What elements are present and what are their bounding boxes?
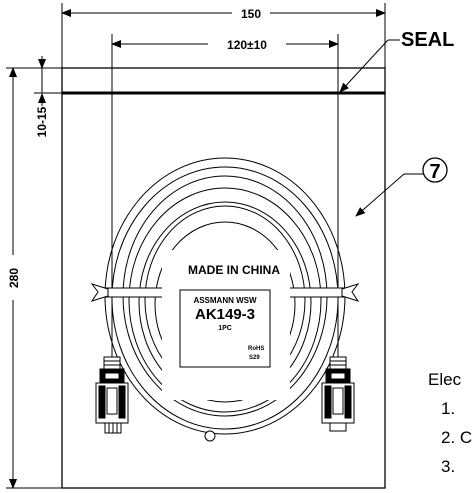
brand-text: ASSMANN WSW xyxy=(193,296,257,305)
bag-outline xyxy=(61,67,386,489)
rohs-code-text: S29 xyxy=(249,355,260,361)
seal-offset-dimension xyxy=(34,56,62,106)
inner-width-dimension-label: 120±10 xyxy=(227,38,267,52)
height-dimension xyxy=(6,67,62,489)
seal-offset-dimension-label: 10-15 xyxy=(35,106,49,137)
width-dimension xyxy=(61,3,386,68)
note-item-3: 3. xyxy=(441,457,455,476)
item-balloon xyxy=(355,157,448,217)
left-db9-connector xyxy=(95,356,129,434)
seal-callout-leader xyxy=(339,39,400,93)
hang-hole xyxy=(204,430,216,442)
product-label-box xyxy=(179,289,271,368)
height-dimension-label: 280 xyxy=(7,268,21,288)
quantity-text: 1PC xyxy=(218,325,232,332)
rohs-text: RoHS xyxy=(248,346,264,352)
right-db9-connector xyxy=(321,356,355,432)
width-dimension-label: 150 xyxy=(241,7,261,21)
inner-width-dimension xyxy=(111,34,339,370)
part-number-text: AK149-3 xyxy=(195,306,255,323)
origin-text: MADE IN CHINA xyxy=(188,263,280,277)
note-item-1: 1. xyxy=(441,399,455,418)
seal-callout-label: SEAL xyxy=(401,29,454,51)
note-item-2: 2. C xyxy=(441,428,472,447)
item-balloon-number: 7 xyxy=(429,161,440,183)
notes-heading: Elec xyxy=(428,370,462,389)
